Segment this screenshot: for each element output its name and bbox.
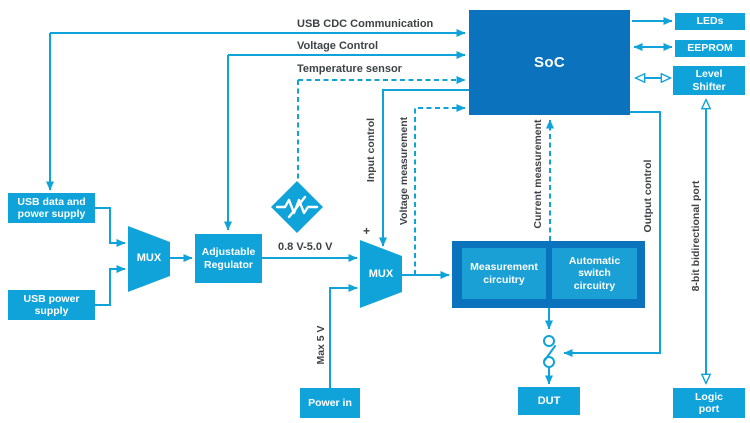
connector-lines-hollow: [636, 78, 706, 383]
connector-lines-dashed: [297, 76, 554, 275]
usb-cdc-label: USB CDC Communication: [297, 18, 434, 30]
measurement-circuitry-block: Measurement circuitry: [462, 248, 546, 299]
usb-data-power-block: USB data and power supply: [8, 193, 95, 223]
mux1-shape: [128, 226, 170, 292]
mux2-label: MUX: [368, 268, 394, 280]
max5v-label: Max 5 V: [315, 325, 327, 365]
temperature-sensor-label: Temperature sensor: [297, 63, 402, 75]
mux2-shape: [360, 240, 402, 308]
logic-port-label: Logic port: [695, 390, 723, 415]
automatic-switch-label: Automatic switch circuitry: [568, 254, 621, 292]
thermistor-icon: [271, 181, 323, 233]
power-in-label: Power in: [308, 396, 352, 409]
powerin-mux2-line: [329, 284, 358, 388]
output-control-line: [563, 111, 661, 357]
measurement-circuitry-label: Measurement circuitry: [470, 261, 538, 286]
level-shifter-label: Level Shifter: [692, 68, 726, 93]
usbdata-mux-line: [95, 207, 126, 247]
usb-data-power-label: USB data and power supply: [17, 195, 86, 220]
logic-port-block: Logic port: [673, 388, 745, 418]
bidirectional-port-label: 8-bit bidirectional port: [690, 180, 702, 292]
mux2-plus-label: +: [363, 224, 371, 238]
voltage-measurement-line: [414, 104, 466, 275]
spst-switch-icon: [543, 335, 556, 368]
usb-power-label: USB power supply: [23, 292, 80, 317]
current-measurement-label: Current measurement: [532, 119, 544, 229]
soc-block: SoC: [469, 10, 630, 115]
soc-label: SoC: [534, 53, 565, 71]
dut-label: DUT: [537, 394, 561, 407]
level-shifter-block: Level Shifter: [673, 66, 745, 95]
voltage-control-label: Voltage Control: [297, 40, 379, 52]
automatic-switch-block: Automatic switch circuitry: [552, 248, 637, 299]
adjustable-regulator-label: Adjustable Regulator: [201, 246, 256, 271]
regulator-range-label: 0.8 V-5.0 V: [278, 241, 333, 253]
usbpower-mux-line: [95, 265, 126, 306]
connector-lines-solid: [46, 17, 673, 388]
power-in-block: Power in: [300, 388, 360, 418]
output-control-label: Output control: [642, 159, 654, 233]
input-control-label: Input control: [365, 117, 377, 183]
input-control-line: [379, 89, 469, 247]
eeprom-label: EEPROM: [687, 42, 733, 55]
eeprom-block: EEPROM: [675, 40, 745, 57]
dut-block: DUT: [518, 387, 580, 415]
voltage-measurement-label: Voltage measurement: [398, 116, 410, 226]
leds-label: LEDs: [696, 15, 724, 28]
mux1-label: MUX: [136, 252, 162, 264]
adjustable-regulator-block: Adjustable Regulator: [195, 234, 262, 283]
leds-block: LEDs: [675, 13, 745, 30]
usb-power-block: USB power supply: [8, 290, 95, 320]
